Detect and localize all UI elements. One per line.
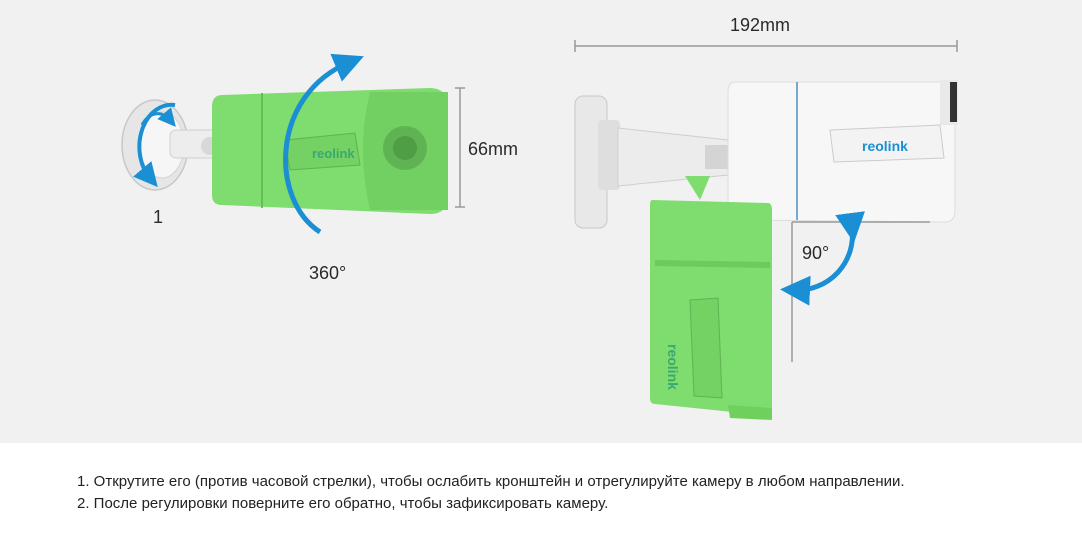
rotation-angle-label: 360°	[309, 263, 347, 283]
rotate-arrow-icon	[133, 102, 176, 188]
instruction-list: 1. Открутите его (против часовой стрелки…	[77, 471, 1057, 515]
step-number-label: 1	[153, 207, 164, 227]
brand-logo-right: reolink	[862, 138, 908, 154]
length-dimension-label: 192mm	[730, 15, 791, 35]
brand-logo-left: reolink	[312, 146, 355, 161]
left-camera	[121, 53, 465, 235]
rotate-360-arrow-icon	[283, 53, 364, 235]
instruction-step-1: 1. Открутите его (против часовой стрелки…	[77, 473, 905, 490]
right-camera	[574, 40, 958, 420]
instruction-step-2: 2. После регулировки поверните его обрат…	[77, 495, 609, 512]
brand-logo-tilted: reolink	[665, 344, 681, 390]
camera-adjustment-illustration: 1 360° 66mm 192mm 90° reolink reolink re…	[0, 0, 1082, 443]
illustration-graphics	[121, 40, 958, 420]
tilt-angle-label: 90°	[802, 243, 830, 263]
height-dimension-label: 66mm	[468, 139, 519, 159]
tilt-90-arrow-icon	[780, 211, 865, 306]
